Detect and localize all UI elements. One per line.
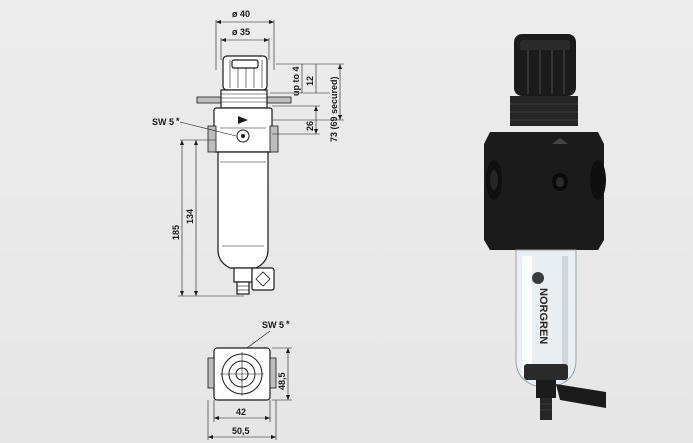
label-sw5-side: SW 5: [152, 117, 174, 127]
dim-dia-40: ø 40: [232, 9, 250, 19]
label-sw5-top: SW 5: [262, 320, 284, 330]
dim-134: 134: [185, 209, 195, 224]
dim-up-to-4: up to 4: [291, 67, 301, 97]
dim-dia-35: ø 35: [232, 27, 250, 37]
dim-48-5: 48,5: [277, 372, 287, 390]
label-sw5-top-mark: *: [286, 319, 290, 329]
dim-185: 185: [171, 225, 181, 240]
label-sw5-side-mark: *: [176, 116, 180, 126]
dim-73: 73 (69 secured): [329, 76, 339, 142]
top-view-drawing: SW 5 * 48,5 42 50,5: [207, 319, 292, 440]
brand-logo: NORGREN: [537, 288, 549, 344]
side-view-drawing: ø 40 ø 35: [152, 9, 344, 297]
dim-12: 12: [305, 76, 315, 86]
dim-50-5: 50,5: [232, 426, 250, 436]
product-photo: NORGREN: [484, 34, 606, 420]
dim-42: 42: [236, 407, 246, 417]
dim-26: 26: [305, 121, 315, 131]
